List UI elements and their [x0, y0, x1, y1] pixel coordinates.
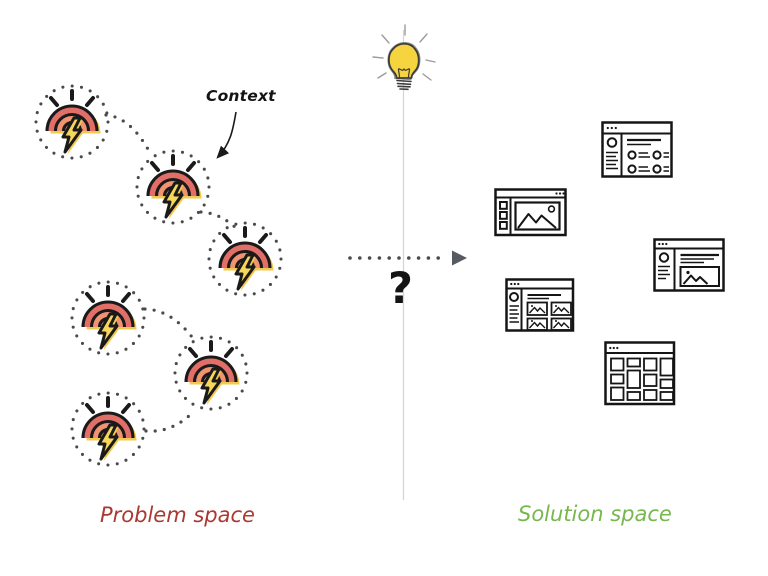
brainstorm-lightning-icon	[173, 335, 249, 411]
wireframe-grid-layout	[604, 341, 676, 406]
context-annotation-label: Context	[206, 87, 276, 105]
node-connector-6-5	[144, 413, 192, 433]
solution-space-label: Solution space	[518, 502, 672, 526]
wireframe-article-page	[653, 238, 725, 292]
wireframe-settings-form	[601, 121, 673, 178]
brainstorm-lightning-icon	[135, 149, 211, 225]
wireframe-image-viewer	[494, 188, 567, 237]
brainstorm-lightning-icon	[70, 280, 146, 356]
wireframe-image-gallery	[505, 278, 575, 332]
node-connector-2-3	[199, 210, 240, 232]
brainstorm-lightning-icon	[34, 84, 110, 160]
problem-space-label: Problem space	[100, 503, 255, 527]
brainstorm-lightning-icon	[207, 221, 283, 297]
dotted-right-arrow	[348, 250, 467, 266]
lightbulb-sketch-icon	[372, 24, 436, 91]
question-mark-label: ?	[388, 264, 413, 314]
solution-cluster	[494, 121, 725, 406]
context-annotation-arrow	[216, 111, 237, 159]
brainstorm-lightning-icon	[70, 391, 146, 467]
node-connector-1-2	[104, 113, 151, 153]
problem-cluster	[34, 84, 283, 467]
node-connector-4-5	[143, 307, 194, 339]
